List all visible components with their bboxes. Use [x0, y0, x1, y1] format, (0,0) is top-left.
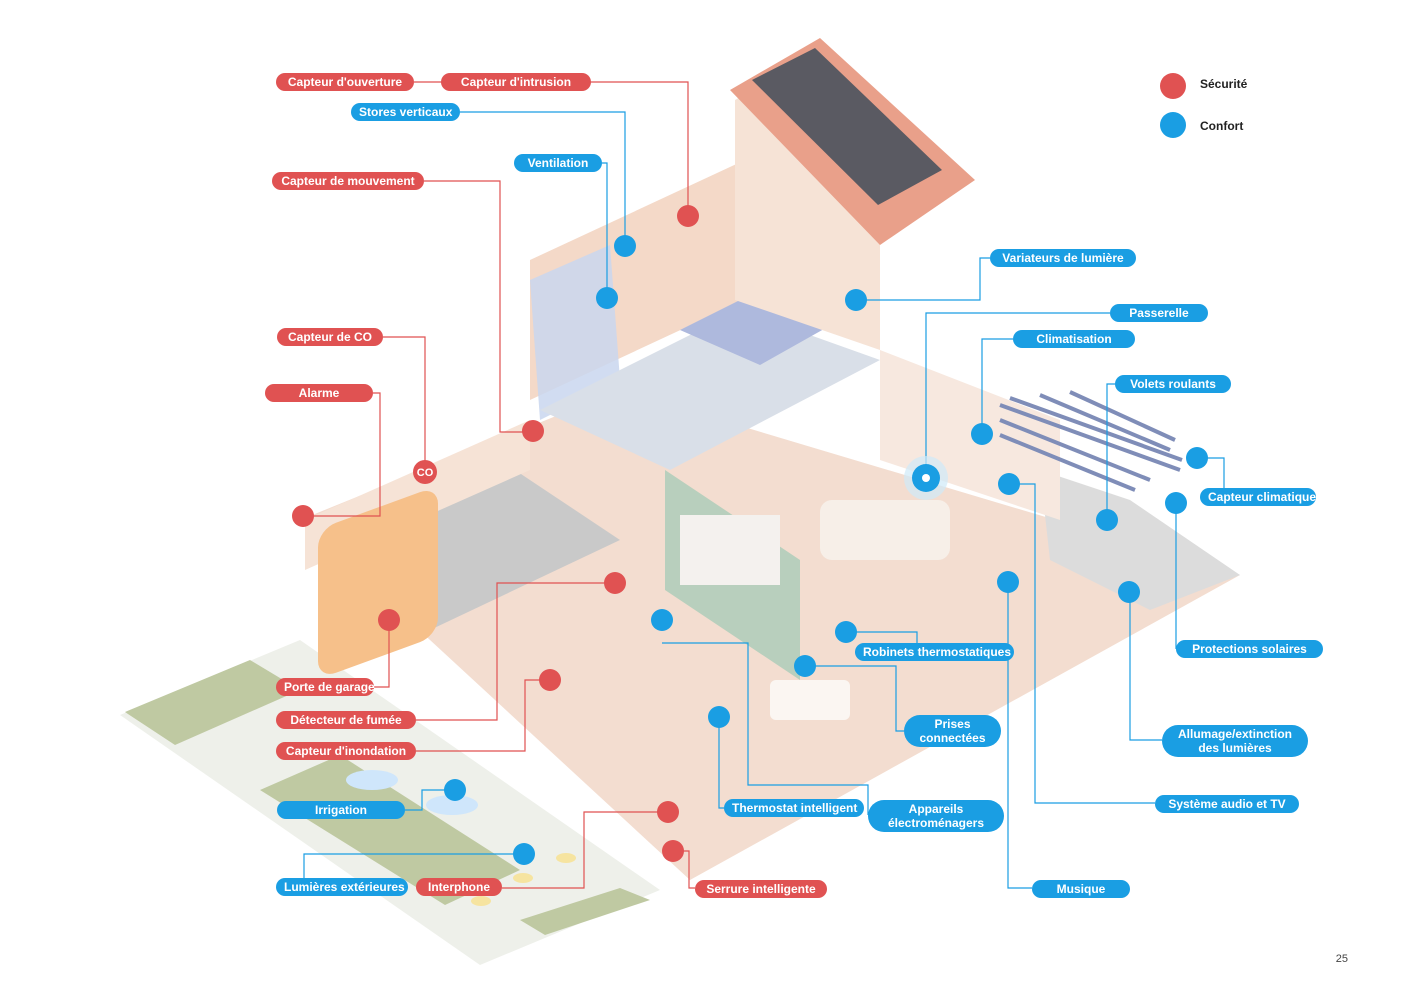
- socket-icon: [794, 655, 816, 677]
- legend-comfort-label: Confort: [1200, 119, 1244, 133]
- label-interphone: Interphone: [416, 878, 502, 896]
- label-capteur-climatique: Capteur climatique: [1200, 488, 1316, 506]
- label-climatisation: Climatisation: [1013, 330, 1135, 348]
- lawn-front: [260, 755, 520, 905]
- label-serrure-intelligente: Serrure intelligente: [695, 880, 827, 898]
- fan-icon: [596, 287, 618, 309]
- cloud-icon: [1186, 447, 1208, 469]
- kitchen-cabinets: [680, 515, 780, 585]
- sofa: [820, 500, 950, 560]
- label-thermostat-intelligent: Thermostat intelligent: [724, 799, 864, 817]
- label-lumieres-exterieures: Lumières extérieures: [276, 878, 408, 896]
- outdoor-light-1: [556, 853, 576, 863]
- co-badge-text: CO: [417, 467, 434, 479]
- label-appareils-electromenagers: Appareils électroménagers: [868, 800, 1004, 832]
- dining-table: [770, 680, 850, 720]
- legend-comfort-dot: [1160, 112, 1186, 138]
- label-allumage-extinction: Allumage/extinction des lumières: [1162, 725, 1308, 757]
- shutter-icon: [1096, 509, 1118, 531]
- blinds-icon: [614, 235, 636, 257]
- lock-icon: [662, 840, 684, 862]
- legend-security-dot: [1160, 73, 1186, 99]
- label-musique: Musique: [1032, 880, 1130, 898]
- label-systeme-audio-tv: Système audio et TV: [1155, 795, 1299, 813]
- chef-hat-icon: [651, 609, 673, 631]
- label-capteur-co: Capteur de CO: [277, 328, 383, 346]
- bulb-icon: [845, 289, 867, 311]
- solar-panels: [752, 48, 942, 205]
- tv-icon: [998, 473, 1020, 495]
- pergola: [999, 390, 1183, 492]
- label-robinets-thermostatiques: Robinets thermostatiques: [855, 643, 1014, 661]
- label-alarme: Alarme: [265, 384, 373, 402]
- garage-door: [318, 490, 438, 674]
- terrace: [1040, 470, 1240, 610]
- aircon-icon: [971, 423, 993, 445]
- marker-icons-red: [292, 205, 699, 862]
- gateway-icon: [904, 456, 948, 500]
- upper-floor-slab: [540, 310, 880, 470]
- label-porte-garage: Porte de garage: [276, 678, 375, 696]
- music-icon: [997, 571, 1019, 593]
- label-capteur-ouverture: Capteur d'ouverture: [276, 73, 414, 91]
- outdoor-bulb-icon: [513, 843, 535, 865]
- home-thermostat-icon: [708, 706, 730, 728]
- outdoor-light-3: [471, 896, 491, 906]
- label-stores-verticaux: Stores verticaux: [351, 103, 460, 121]
- bell-icon: [657, 801, 679, 823]
- legend-security-label: Sécurité: [1200, 77, 1248, 91]
- marker-icons-blue: [444, 235, 1208, 865]
- outdoor-light-2: [513, 873, 533, 883]
- lawn-edge: [520, 888, 650, 935]
- shield-icon: [677, 205, 699, 227]
- bathroom-glass: [530, 245, 620, 420]
- wifi-icon: [444, 779, 466, 801]
- water-drop-icon: [539, 669, 561, 691]
- label-detecteur-fumee: Détecteur de fumée: [276, 711, 416, 729]
- label-ventilation: Ventilation: [514, 154, 602, 172]
- garage-door-icon: [378, 609, 400, 631]
- label-capteur-mouvement: Capteur de mouvement: [272, 172, 424, 190]
- label-capteur-inondation: Capteur d'inondation: [276, 742, 416, 760]
- label-protections-solaires: Protections solaires: [1176, 640, 1323, 658]
- sun-icon: [1165, 492, 1187, 514]
- irrigation-glow: [346, 770, 398, 790]
- lawn-left: [125, 660, 300, 745]
- page-number: 25: [1335, 953, 1348, 965]
- motion-icon: [522, 420, 544, 442]
- label-capteur-intrusion: Capteur d'intrusion: [441, 73, 591, 91]
- label-prises-connectees: Prises connectées: [904, 715, 1001, 747]
- label-irrigation: Irrigation: [277, 801, 405, 819]
- alarm-icon: [292, 505, 314, 527]
- co-icon: [413, 460, 437, 484]
- thermometer-icon: [835, 621, 857, 643]
- label-variateurs-lumiere: Variateurs de lumière: [990, 249, 1136, 267]
- label-volets-roulants: Volets roulants: [1115, 375, 1231, 393]
- label-passerelle: Passerelle: [1110, 304, 1208, 322]
- light-switch-icon: [1118, 581, 1140, 603]
- irrigation-glow-2: [426, 795, 478, 815]
- flame-icon: [604, 572, 626, 594]
